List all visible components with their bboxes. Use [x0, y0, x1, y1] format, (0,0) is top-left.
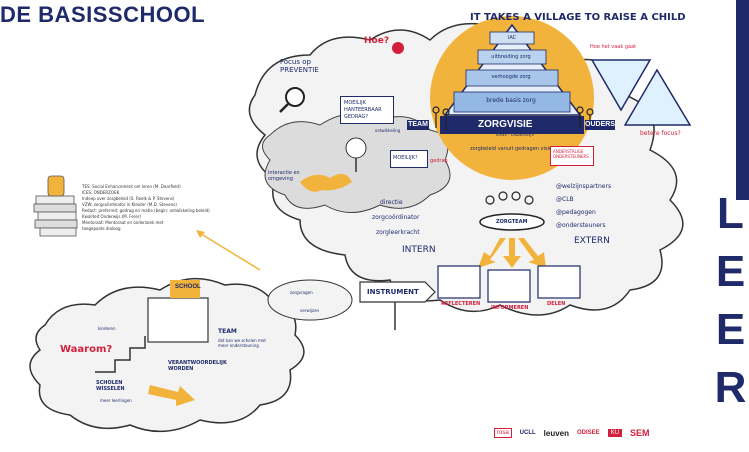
moeilijk2-panel: MOEILIJK?	[390, 150, 428, 168]
side-letter-4: R	[714, 363, 747, 412]
village-people	[432, 106, 594, 130]
action-arrows	[478, 238, 546, 268]
note-line-1: TES: Social Enhancement om leren (M. Dea…	[82, 184, 181, 189]
logo-ucll: UCLL	[519, 430, 536, 436]
magnifier-icon	[285, 87, 305, 107]
papers-stack	[33, 195, 78, 237]
zorgbeleid-text: zorgbeleid vanuit gedragen visie	[470, 146, 552, 152]
side-letter-1: L	[717, 189, 744, 238]
kinderen-text: kinderen	[98, 326, 116, 331]
intern-item-3: zorgleerkracht	[376, 229, 420, 236]
extern-item-2: @CLB	[556, 196, 574, 203]
note-line-3: Indeep over zorgbeleid (S. Roelk & P. St…	[82, 196, 175, 201]
stairs	[95, 336, 146, 373]
focus-preventie: Focus op PREVENTIE	[280, 58, 319, 74]
team-tag: TEAM	[407, 120, 429, 130]
bottom-yellow-arrow	[148, 385, 195, 406]
note-line-4: VZW: zorgcoördinator in Kleuter (M.D. St…	[82, 202, 177, 207]
instrument-sign	[359, 281, 436, 330]
zorgteam-people	[485, 191, 534, 205]
extern-item-1: @welzijnspartners	[556, 183, 612, 190]
note-line-6: Kwaliteit Onderwijs (M. Ferer)	[82, 214, 142, 219]
village-banner: IT TAKES A VILLAGE TO RAISE A CHILD	[470, 12, 686, 23]
moeilijk2-text: MOEILIJK?	[393, 155, 418, 161]
ontwikkeling-text: ontwikkeling	[375, 128, 401, 133]
logos-bar: rosa UCLL leuven ODISEE KU SEM	[494, 426, 650, 440]
pyramid-level-1: IAC	[507, 35, 517, 41]
side-letter-2: E	[715, 247, 746, 296]
zorgteam-table	[479, 213, 545, 231]
triangle-up	[623, 68, 692, 126]
honey-jar	[47, 175, 65, 197]
zorgvisie-sub: KANS · ONDERWIJS	[496, 132, 534, 137]
action-informeren: INFORMEREN	[491, 305, 529, 311]
intern-item-1: directie	[380, 199, 403, 206]
note-line-8: toegepaste dialoog	[82, 226, 121, 231]
action-delen: DELEN	[547, 301, 566, 307]
logo-rosa: rosa	[494, 428, 512, 438]
logo-leuven: leuven	[543, 428, 570, 438]
ouders-tag: OUDERS	[585, 120, 615, 130]
connector-cloud	[267, 279, 353, 321]
yellow-splash	[300, 173, 352, 192]
pyramid-level-3: verhoogde zorg	[491, 74, 531, 80]
side-bar	[712, 0, 749, 452]
triangles-answer: betere focus?	[640, 130, 681, 137]
page-title: DE BASISSCHOOL	[0, 2, 206, 27]
school-label: SCHOOL	[175, 284, 201, 290]
moeilijk-text: MOEILIJK HANTEERBAAR GEDRAG?	[344, 100, 382, 120]
scholen-wisselen: SCHOLEN WISSELEN	[96, 380, 125, 392]
team-note: dat kan we scholen met meer ondersteunin…	[218, 338, 266, 348]
note-line-2: ICES: ONDERZOEK	[82, 190, 120, 195]
team-label: TEAM	[218, 328, 237, 335]
verwijzen-text: verwijzen	[300, 308, 320, 313]
leerlingen-text: meer leerlingen	[100, 398, 132, 403]
verantwoordelijk-text: VERANTWOORDELIJK WORDEN	[168, 360, 227, 372]
hoe-question: Hoe?	[364, 36, 390, 46]
zorgvragen-text: zorgvragen	[290, 290, 313, 295]
triangles-question: Hoe het vaak gaat	[590, 44, 637, 50]
spotlight-panel: ANDERSTALIGE ONDERSTEUNERS	[550, 146, 594, 166]
extern-item-3: @pedagogen	[556, 209, 596, 216]
spotlight-text: ANDERSTALIGE ONDERSTEUNERS	[553, 149, 589, 159]
extern-label: EXTERN	[574, 236, 610, 246]
note-line-5: Redact: preferred: gedrag en matie (begi…	[82, 208, 210, 213]
notes-arrow	[197, 231, 261, 271]
logo-sem: SEM	[630, 428, 650, 438]
moeilijk-panel: MOEILIJK HANTEERBAAR GEDRAG?	[340, 96, 394, 124]
pyramid-level-2: uitbreiding zorg	[491, 54, 531, 60]
note-line-7: Mentoraat: Mentoraat en onderzoek met	[82, 220, 164, 225]
instrument-label: INSTRUMENT	[367, 288, 419, 296]
interactie-text: interactie en omgeving	[268, 170, 300, 182]
waarom-label: Waarom?	[60, 344, 113, 355]
bottom-cloud	[29, 277, 305, 433]
logo-ku: KU	[607, 429, 623, 437]
intern-label: INTERN	[402, 245, 436, 255]
zorgteam-label: ZORGTEAM	[496, 219, 528, 225]
bomb-icon	[392, 42, 404, 54]
triangle-down	[590, 59, 652, 112]
logo-odisee: ODISEE	[577, 430, 600, 436]
reference-notes: TES: Social Enhancement om leren (M. Dea…	[82, 184, 210, 232]
zorgvisie-label: ZORGVISIE	[478, 119, 533, 130]
school-building	[147, 297, 209, 343]
extern-item-4: @ondersteuners	[556, 222, 606, 229]
action-reflecteren: REFLECTEREN	[441, 301, 481, 307]
gedrag-text: gedrag	[430, 158, 448, 164]
side-letter-3: E	[715, 305, 746, 354]
pyramid-level-4: brede basis zorg	[486, 97, 536, 104]
intern-item-2: zorgcoördinator	[372, 214, 420, 221]
